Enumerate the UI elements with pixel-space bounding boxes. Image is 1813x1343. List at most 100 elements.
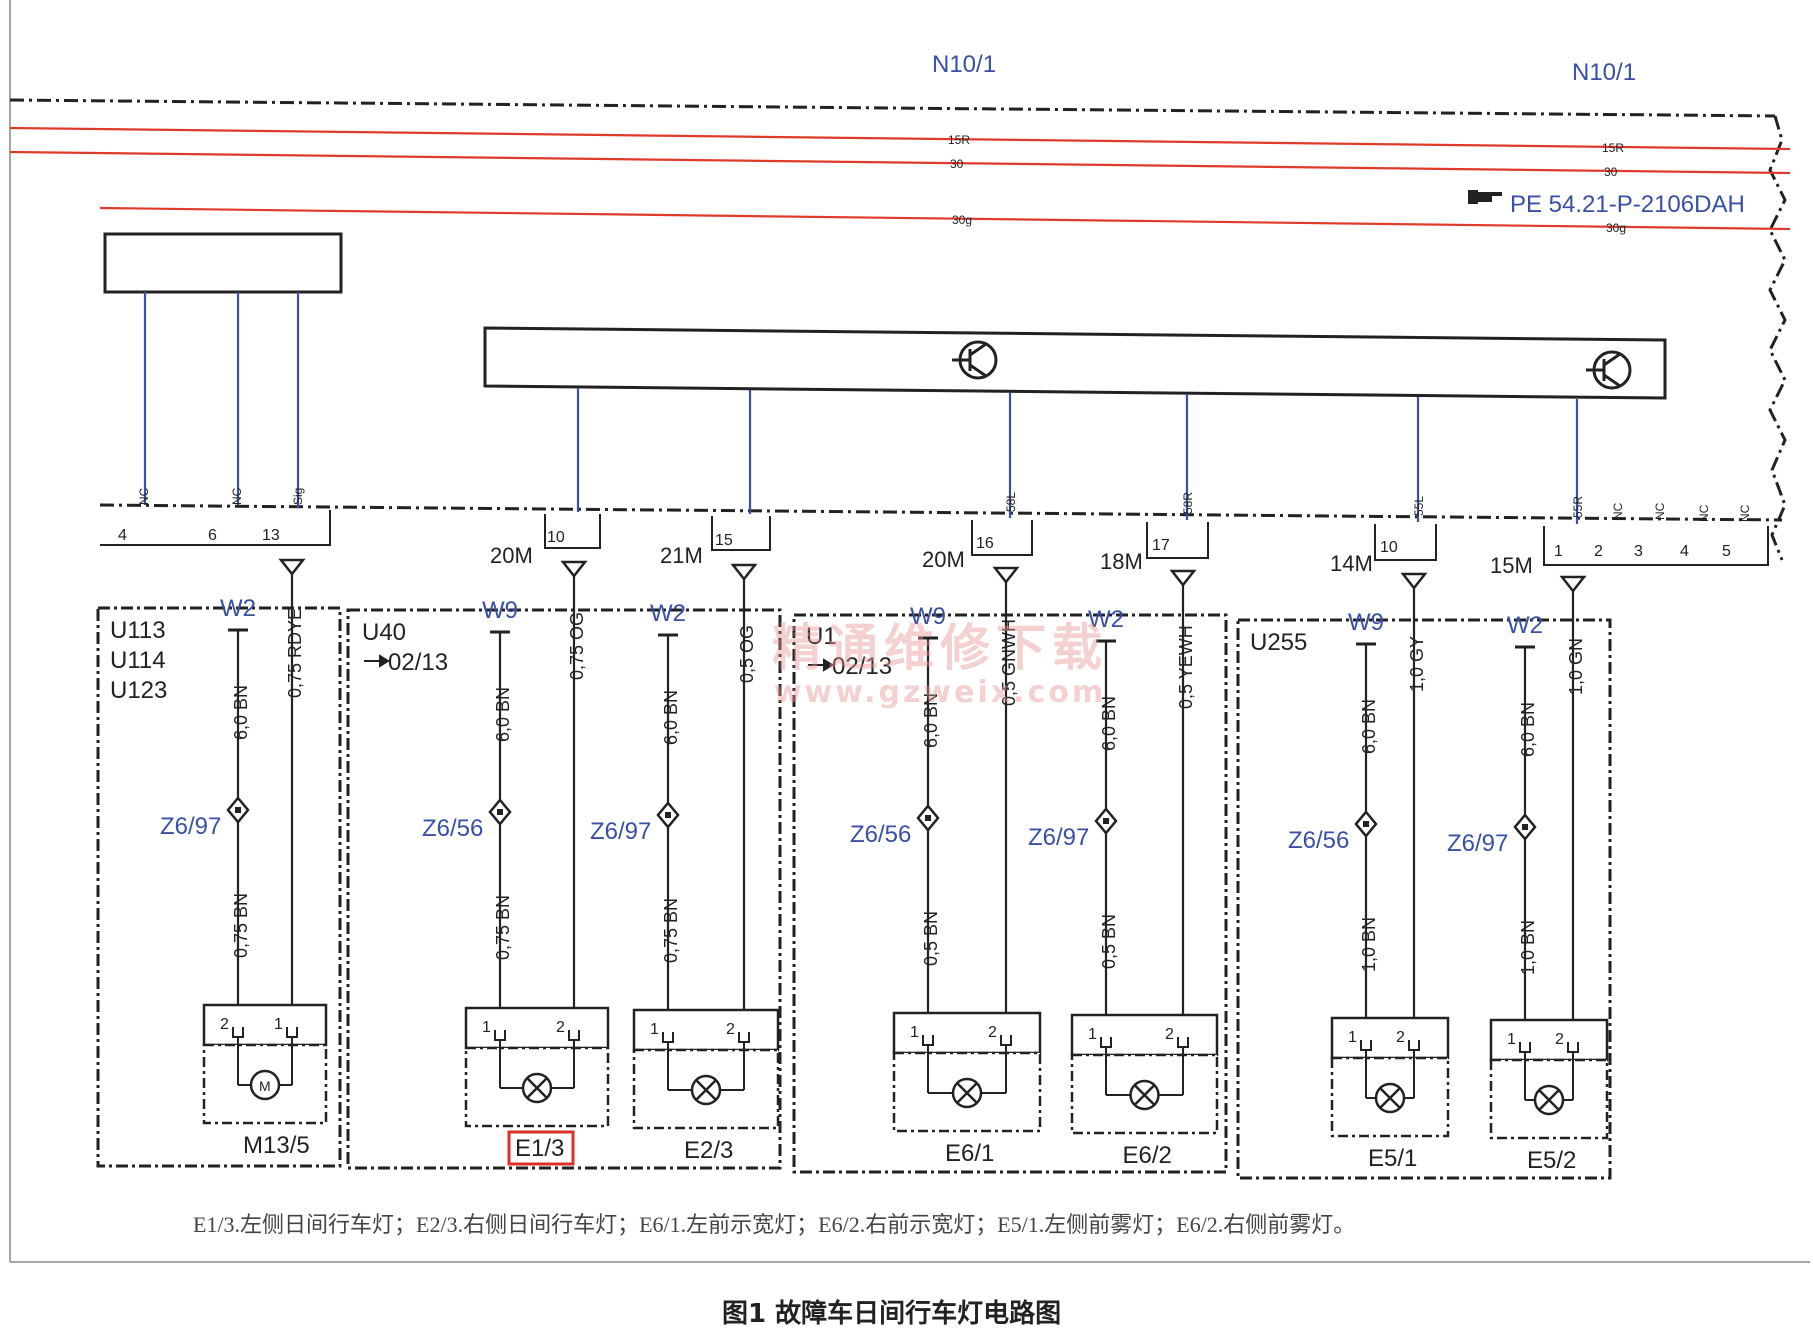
lamp-cross bbox=[695, 1079, 717, 1101]
component-label: E6/1 bbox=[945, 1140, 994, 1167]
pin-number: 2 bbox=[1165, 1026, 1174, 1043]
wire-label: 0,75 BN bbox=[661, 898, 681, 963]
wire-label: 0,75 BN bbox=[231, 893, 251, 958]
connector-code: 14M bbox=[1330, 551, 1373, 576]
pin-number: 1 bbox=[1554, 543, 1563, 560]
connector-codes: 20M 21M 20M 18M 14M 15M bbox=[490, 543, 1533, 578]
wire-label: 6,0 BN bbox=[231, 685, 251, 740]
lamp-cross bbox=[956, 1082, 978, 1104]
pin-number: 1 bbox=[1088, 1026, 1097, 1043]
figure-frame bbox=[9, 0, 1810, 1263]
wire-label: 6,0 BN bbox=[661, 690, 681, 745]
pin-number: 2 bbox=[556, 1019, 565, 1036]
component-housing bbox=[202, 1003, 328, 1047]
arrow-icon bbox=[808, 658, 834, 672]
wire-label: 1,0 GN bbox=[1566, 638, 1586, 695]
pin-label-58l: 58L bbox=[1004, 492, 1018, 512]
group-boxes bbox=[96, 606, 1612, 1180]
signal-wires-left bbox=[143, 292, 300, 508]
signal-wires-control bbox=[576, 388, 1579, 524]
wire-label: 0,5 OG bbox=[737, 625, 757, 683]
ground-label: W9 bbox=[910, 603, 946, 630]
wire-label: 0,75 RDYE bbox=[285, 608, 305, 698]
wire-label: 1,0 GY bbox=[1407, 636, 1427, 692]
connector-blocks bbox=[100, 510, 1769, 566]
left-submodule-box bbox=[103, 232, 343, 294]
group-label: U40 bbox=[362, 619, 406, 646]
module-label-left: N10/1 bbox=[932, 51, 996, 78]
component-housing bbox=[1489, 1018, 1609, 1062]
rail-label-30g-right: 30g bbox=[1606, 221, 1626, 235]
group-label: U1 bbox=[806, 623, 837, 650]
rail-label-30-right: 30 bbox=[1604, 165, 1618, 179]
pin-number: 1 bbox=[482, 1019, 491, 1036]
pin-number: 10 bbox=[1380, 539, 1398, 556]
pin-number: 2 bbox=[1594, 543, 1603, 560]
pin-label-55r: 55R bbox=[1571, 496, 1585, 518]
connector-arrow-icon bbox=[1559, 575, 1587, 594]
splice-label: Z6/97 bbox=[160, 813, 221, 840]
splice-dot bbox=[665, 812, 671, 818]
wire-label: 0,5 BN bbox=[921, 911, 941, 966]
pin-number: 17 bbox=[1152, 537, 1170, 554]
wire-label: 1,0 BN bbox=[1518, 920, 1538, 975]
rail-label-15r-right: 15R bbox=[1602, 141, 1624, 155]
group-box-u255 bbox=[1236, 618, 1612, 1180]
reference-link[interactable]: PE 54.21-P-2106DAH bbox=[1510, 191, 1745, 218]
motor-symbol-label: M bbox=[259, 1078, 271, 1094]
connector-code: 20M bbox=[490, 543, 533, 568]
pin-number: 10 bbox=[547, 529, 565, 546]
connector-code: 15M bbox=[1490, 553, 1533, 578]
pin-label-nc: NC bbox=[1738, 504, 1752, 522]
pin-label-nc: NC bbox=[137, 487, 151, 505]
component-label: E5/1 bbox=[1368, 1145, 1417, 1172]
reference-pointer-icon bbox=[1468, 190, 1502, 204]
arrow-icon bbox=[364, 654, 390, 668]
pin-number: 5 bbox=[1722, 543, 1731, 560]
lamp-cross bbox=[1133, 1084, 1156, 1106]
wire-label: 0,75 BN bbox=[493, 895, 513, 960]
ground-label: W9 bbox=[1348, 609, 1384, 636]
splice-dot bbox=[1363, 821, 1369, 827]
connector-arrow-icon bbox=[730, 563, 758, 582]
pin-label-nc: NC bbox=[1653, 502, 1667, 520]
component-label: E5/2 bbox=[1527, 1147, 1576, 1174]
pin-number: 2 bbox=[1396, 1029, 1405, 1046]
connector-pin-numbers: 4 6 13 10 15 16 17 10 1 2 3 4 5 bbox=[118, 527, 1731, 560]
group-box-u40 bbox=[346, 608, 782, 1170]
splice-dot bbox=[235, 807, 241, 813]
splice-label: Z6/56 bbox=[1288, 827, 1349, 854]
group-note: 02/13 bbox=[388, 649, 448, 676]
wire-label: 0,75 OG bbox=[567, 612, 587, 680]
wire-label: 6,0 BN bbox=[1359, 699, 1379, 754]
component-label: E1/3 bbox=[515, 1135, 564, 1162]
component-housing bbox=[1330, 1016, 1450, 1060]
component-housing bbox=[632, 1008, 780, 1052]
rail-labels: 15R 30 30g 15R 30 30g bbox=[948, 133, 1626, 235]
group-label: U113 bbox=[110, 617, 166, 644]
pin-number: 2 bbox=[726, 1021, 735, 1038]
wire-label: 0,5 BN bbox=[1099, 914, 1119, 969]
wire-label: 6,0 BN bbox=[921, 693, 941, 748]
rail-label-15r: 15R bbox=[948, 133, 970, 147]
group-box-u1 bbox=[792, 613, 1228, 1174]
pin-number: 16 bbox=[976, 535, 994, 552]
connector-arrow-icon bbox=[1169, 569, 1197, 588]
lamp-cross bbox=[1538, 1089, 1560, 1111]
component-label: E2/3 bbox=[684, 1137, 733, 1164]
pin-number: 2 bbox=[1555, 1031, 1564, 1048]
pin-number: 4 bbox=[1680, 543, 1689, 560]
pin-number: 1 bbox=[910, 1024, 919, 1041]
pin-label-nc: NC bbox=[1611, 502, 1625, 520]
motor-icon bbox=[249, 1069, 281, 1101]
pin-number: 2 bbox=[988, 1024, 997, 1041]
group-label: U255 bbox=[1250, 629, 1307, 656]
pin-number: 1 bbox=[1507, 1031, 1516, 1048]
